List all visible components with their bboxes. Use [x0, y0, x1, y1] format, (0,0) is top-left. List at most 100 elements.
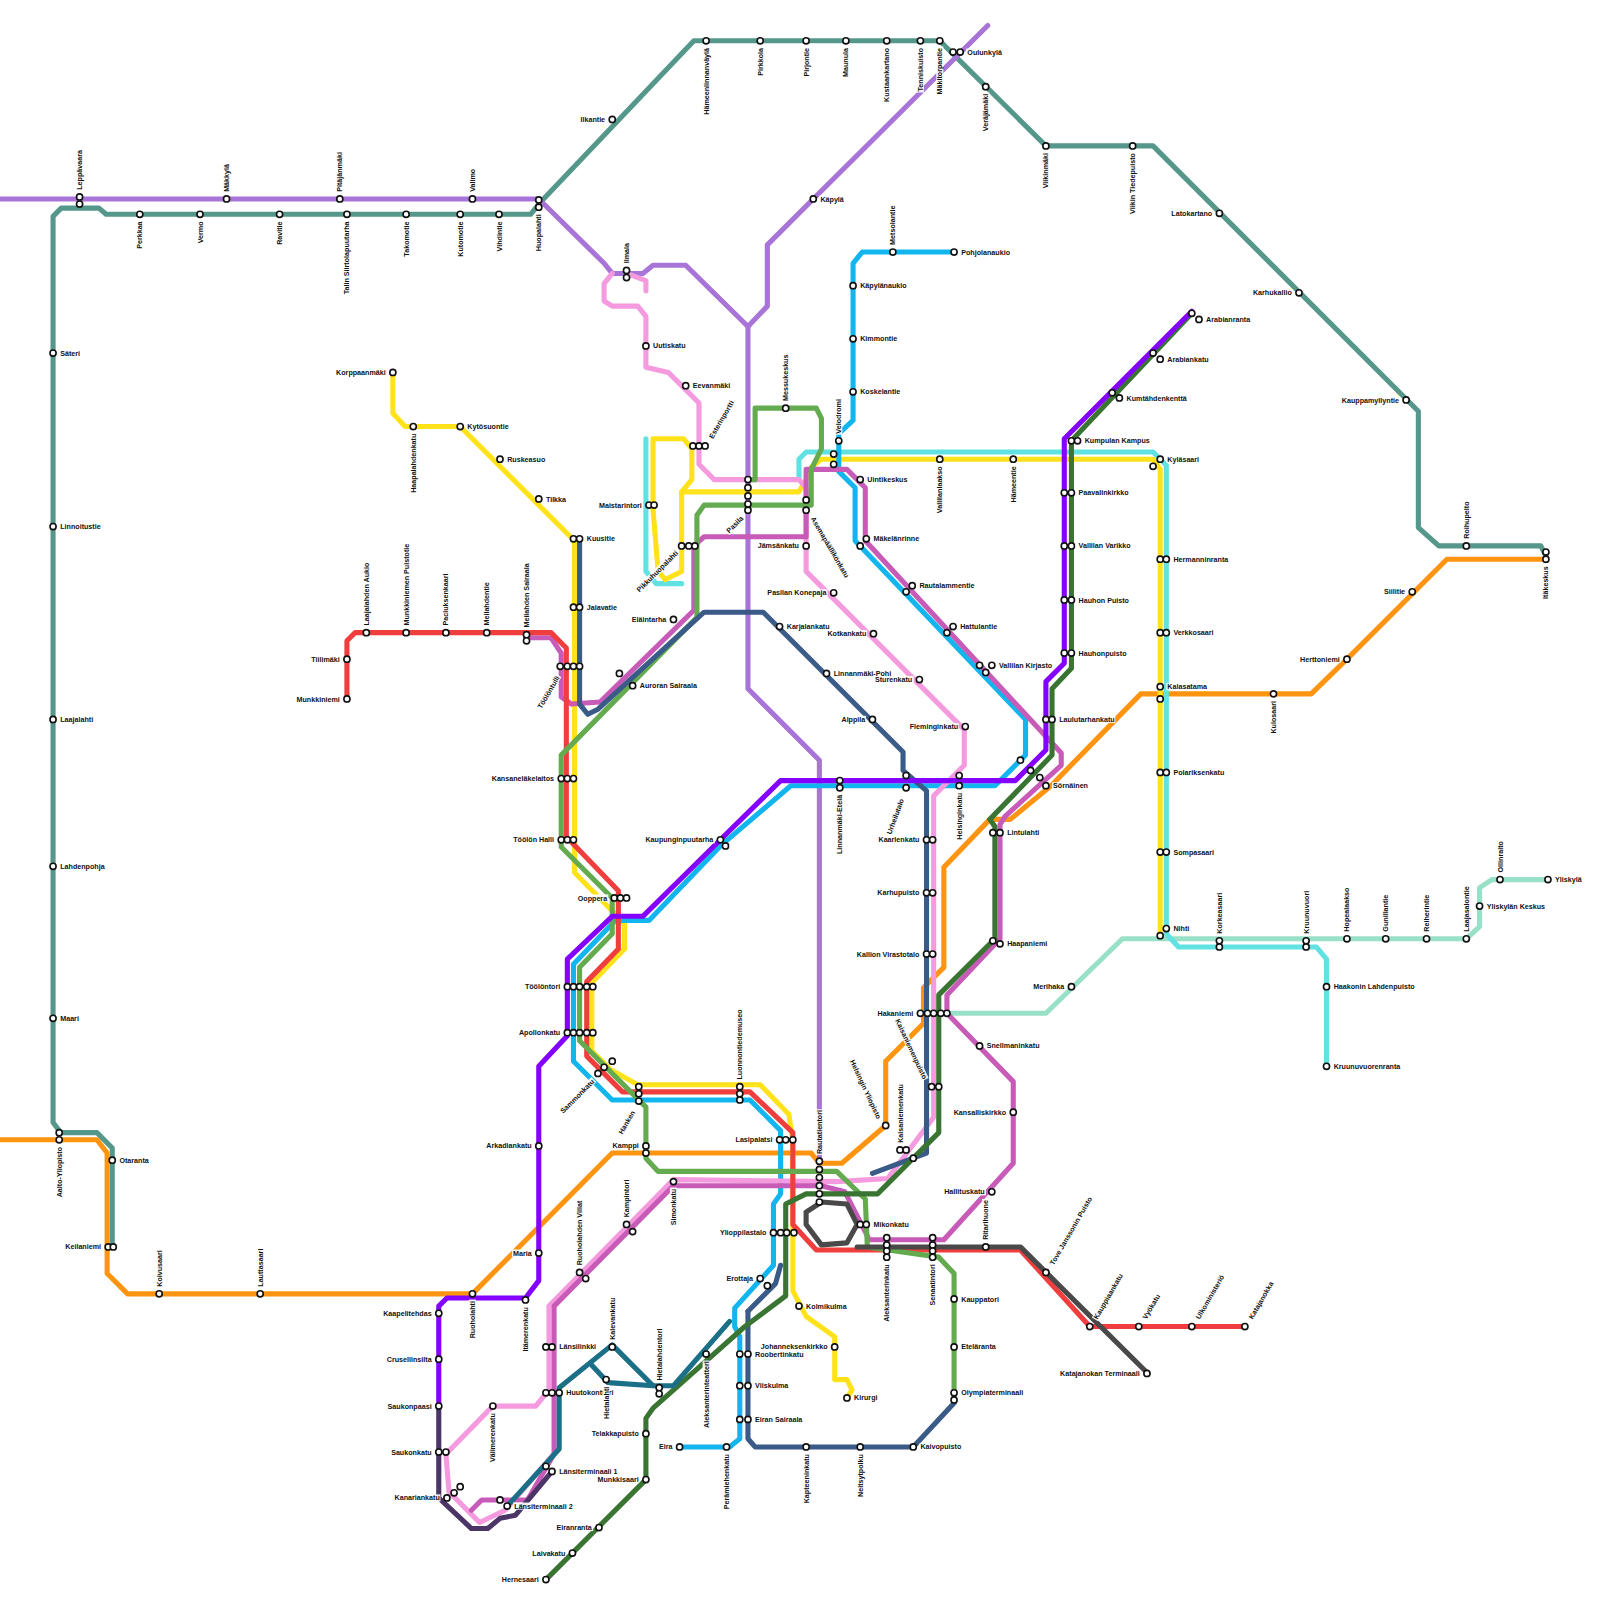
route-line — [573, 252, 1025, 1447]
station-dot — [1303, 944, 1309, 950]
station-dot — [930, 951, 936, 957]
station-dot — [937, 456, 943, 462]
station-dot — [1196, 316, 1202, 322]
station-label: Maistarintori — [598, 502, 643, 509]
station-dot — [836, 438, 842, 444]
station-label: Erottaja — [725, 1275, 754, 1282]
station-dot — [410, 423, 416, 429]
route-line — [806, 1202, 857, 1245]
station-label: Kansalliskirkko — [953, 1109, 1007, 1116]
station-label: Perämiehenkatu — [723, 1453, 730, 1510]
station-label: Meilahdentie — [483, 581, 490, 626]
station-label: Kumtähdenkenttä — [1126, 394, 1188, 401]
station-dot — [451, 1490, 457, 1496]
station-dot — [956, 783, 962, 789]
station-dot — [1157, 696, 1163, 702]
station-dot — [930, 837, 936, 843]
station-dot — [683, 383, 689, 389]
station-dot — [930, 1254, 936, 1260]
route-line — [471, 469, 1061, 1510]
station-dot — [745, 493, 751, 499]
station-dot — [1543, 556, 1549, 562]
station-label: Sompasaari — [1172, 848, 1215, 855]
station-dot — [77, 201, 83, 207]
station-label: Simonkatu — [670, 1188, 677, 1227]
station-dot — [56, 1137, 62, 1143]
station-dot — [857, 477, 863, 483]
station-label: Hietalahti — [603, 1386, 610, 1420]
station-label: Tenniskuisto — [917, 47, 924, 93]
station-dot — [690, 443, 696, 449]
station-dot — [745, 501, 751, 507]
station-dot — [390, 369, 396, 375]
station-dot — [1043, 783, 1049, 789]
station-dot — [929, 1084, 935, 1090]
station-dot — [850, 336, 856, 342]
route-line — [439, 311, 1192, 1408]
station-label: Viikin Tiedepuisto — [1129, 152, 1136, 215]
station-dot — [363, 630, 369, 636]
station-dot — [611, 895, 617, 901]
station-dot — [884, 1248, 890, 1254]
station-dot — [936, 1084, 942, 1090]
station-dot — [816, 1174, 822, 1180]
station-dot — [863, 536, 869, 542]
station-dot — [137, 211, 143, 217]
station-dot — [997, 830, 1003, 836]
station-dot — [50, 863, 56, 869]
station-dot — [56, 1130, 62, 1136]
station-dot — [443, 1449, 449, 1455]
station-dot — [584, 1030, 590, 1036]
station-label: Käpylä — [819, 195, 844, 202]
station-label: Eevanmäki — [692, 382, 731, 389]
station-label: Lintulahti — [1006, 829, 1040, 836]
station-dot — [1270, 691, 1276, 697]
station-dot — [1136, 1323, 1142, 1329]
station-label: Hanken — [617, 1108, 637, 1136]
station-dot — [536, 496, 542, 502]
station-dot — [850, 283, 856, 289]
station-label: Uintikeskus — [866, 476, 908, 483]
station-label: Sammonkatu — [558, 1077, 596, 1115]
station-label: Yliskylän Keskus — [1486, 903, 1546, 910]
route-line — [592, 1365, 653, 1385]
station-dot — [903, 589, 909, 595]
station-label: Viiskulma — [754, 1382, 789, 1389]
station-dot — [1068, 490, 1074, 496]
station-dot — [617, 895, 623, 901]
station-label: Crusellinsilta — [386, 1356, 433, 1363]
station-label: Kansaneläkelaitos — [491, 775, 555, 782]
station-label: Kaapelitehdas — [382, 1310, 432, 1317]
station-dot — [951, 1390, 957, 1396]
station-dot — [1068, 438, 1074, 444]
route-line — [507, 1321, 729, 1506]
station-dot — [1157, 630, 1163, 636]
station-dot — [536, 197, 542, 203]
station-label: Laulutarhankatu — [1058, 716, 1116, 723]
station-dot — [1163, 926, 1169, 932]
station-dot — [564, 663, 570, 669]
station-dot — [910, 1444, 916, 1450]
station-label: Tilkka — [545, 495, 567, 502]
station-dot — [857, 543, 863, 549]
station-label: Uutiskatu — [652, 342, 687, 349]
station-dot — [490, 1403, 496, 1409]
station-label: Aleksanterinkatu — [883, 1263, 890, 1323]
station-dot — [938, 1010, 944, 1016]
station-dot — [564, 776, 570, 782]
station-dot — [1150, 350, 1156, 356]
station-label: Kallion Virastotalo — [856, 951, 921, 958]
station-dot — [156, 1291, 162, 1297]
station-label: Ylioppilastalo — [719, 1229, 767, 1236]
station-dot — [564, 984, 570, 990]
station-label: Hämeenlinnanväylä — [703, 47, 710, 116]
station-dot — [558, 837, 564, 843]
station-dot — [577, 604, 583, 610]
station-dot — [1323, 984, 1329, 990]
station-dot — [643, 1477, 649, 1483]
station-dot — [523, 632, 529, 638]
station-dot — [623, 895, 629, 901]
station-label: Neitsytpolku — [857, 1453, 864, 1498]
station-dot — [543, 1577, 549, 1583]
station-dot — [1157, 849, 1163, 855]
